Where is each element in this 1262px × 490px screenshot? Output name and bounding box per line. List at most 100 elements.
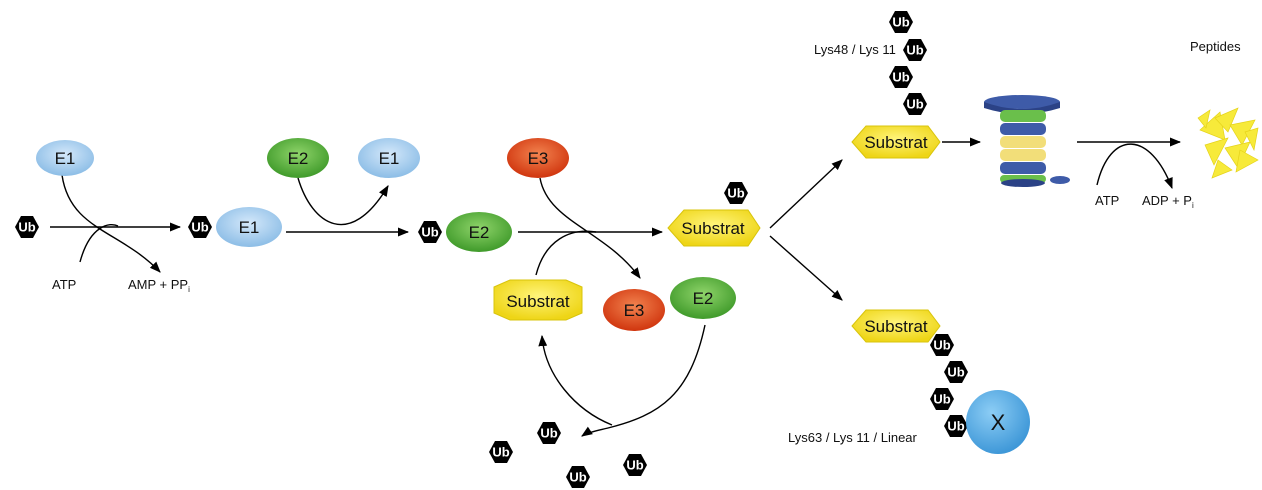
ub-hexagon xyxy=(418,221,442,243)
ub-hexagon xyxy=(930,388,954,410)
lys63-polyubiquitinated-substrat: Substrat Ub Ub Ub Ub xyxy=(851,309,968,437)
lys48-polyubiquitinated-substrat: Substrat Ub Ub Ub Ub xyxy=(851,11,941,159)
ub-label: Ub xyxy=(18,220,35,235)
arrow-recycle-substrat xyxy=(538,334,613,426)
free-e1-enzyme: E1 xyxy=(36,140,94,176)
adp-pi-label: ADP + Pi xyxy=(1142,193,1194,210)
ub-hexagon xyxy=(889,66,913,88)
e2-ellipse xyxy=(670,277,736,319)
e3-label: E3 xyxy=(624,301,645,320)
proteasome-cap-bottom xyxy=(1001,179,1045,187)
ub-label: Ub xyxy=(906,43,923,58)
e1-label: E1 xyxy=(239,218,260,237)
free-e2-enzyme: E2 xyxy=(267,138,329,178)
ub-e1-conjugate: E1 Ub xyxy=(188,207,282,247)
ub-hexagon xyxy=(903,39,927,61)
e1-ellipse xyxy=(216,207,282,247)
ub-hexagon xyxy=(944,415,968,437)
peptide-fragment xyxy=(1197,109,1211,129)
peptide-fragment xyxy=(1244,127,1259,152)
arrow-atp-in xyxy=(79,223,119,263)
ub-label: Ub xyxy=(626,458,643,473)
recycled-ub-group: Ub Ub Ub Ub xyxy=(489,422,647,488)
ub-hexagon xyxy=(623,454,647,476)
ub-label: Ub xyxy=(569,470,586,485)
e1-ellipse xyxy=(36,140,94,176)
substrat-shape xyxy=(493,279,583,321)
peptide-fragment xyxy=(1211,159,1233,179)
amp-ppi-subscript: i xyxy=(188,285,190,294)
arrow-e3-to-complex xyxy=(539,177,641,279)
released-e3-e2-pair: E3 E2 xyxy=(603,277,736,331)
ub-hexagon xyxy=(566,466,590,488)
proteasome-ring-inner-bottom xyxy=(1000,162,1046,174)
substrat-label: Substrat xyxy=(681,219,745,238)
proteasome-ring-inner-top xyxy=(1000,123,1046,135)
ub-e2-conjugate: E2 Ub xyxy=(418,212,512,252)
peptides-label: Peptides xyxy=(1190,39,1241,54)
x-label: X xyxy=(991,410,1006,435)
lys63-chain-label: Lys63 / Lys 11 / Linear xyxy=(788,430,918,445)
arrow-release-ub xyxy=(581,324,706,437)
ub-label: Ub xyxy=(933,392,950,407)
amp-ppi-text: AMP + PP xyxy=(128,277,188,292)
x-circle xyxy=(966,390,1030,454)
adp-pi-text: ADP + P xyxy=(1142,193,1192,208)
ub-hexagon xyxy=(188,216,212,238)
ub-label: Ub xyxy=(727,186,744,201)
ub-label: Ub xyxy=(906,97,923,112)
arrow-substrat-in xyxy=(535,230,597,276)
ub-hexagon xyxy=(15,216,39,238)
atp-label-1: ATP xyxy=(52,277,76,292)
adp-pi-subscript: i xyxy=(1192,201,1194,210)
ub-label: Ub xyxy=(933,338,950,353)
ub-label: Ub xyxy=(191,220,208,235)
free-substrat: Substrat xyxy=(493,279,583,321)
free-e3-enzyme: E3 xyxy=(507,138,569,178)
e2-label: E2 xyxy=(693,289,714,308)
e2-ellipse xyxy=(267,138,329,178)
ub-hexagon xyxy=(724,182,748,204)
proteasome-ring-outer-top xyxy=(1000,110,1046,122)
ub-label: Ub xyxy=(540,426,557,441)
substrat-shape xyxy=(851,125,941,159)
peptide-fragments xyxy=(1197,107,1259,179)
free-ub: Ub xyxy=(15,216,39,238)
e3-ellipse xyxy=(507,138,569,178)
e1-label: E1 xyxy=(55,149,76,168)
ub-hexagon xyxy=(903,93,927,115)
e3-label: E3 xyxy=(528,149,549,168)
arrow-e2-in-e1-out xyxy=(297,177,389,226)
ub-label: Ub xyxy=(492,445,509,460)
proteasome-cap-top xyxy=(984,95,1060,109)
ubiquitinated-substrat: Substrat Ub xyxy=(667,182,761,247)
e2-ellipse xyxy=(446,212,512,252)
peptide-fragment xyxy=(1204,137,1229,166)
proteasome-ring-core-top xyxy=(1000,136,1046,148)
amp-ppi-label: AMP + PPi xyxy=(128,277,190,294)
proteasome-ring-core-bottom xyxy=(1000,149,1046,161)
ub-hexagon xyxy=(930,334,954,356)
arrow-to-lys48 xyxy=(769,159,843,229)
ub-hexagon xyxy=(489,441,513,463)
ub-label: Ub xyxy=(892,15,909,30)
connectors xyxy=(50,137,1182,437)
atp-label-2: ATP xyxy=(1095,193,1119,208)
ub-label: Ub xyxy=(947,419,964,434)
ub-hexagon xyxy=(889,11,913,33)
lys48-chain-label: Lys48 / Lys 11 xyxy=(814,42,896,57)
e3-ellipse xyxy=(603,289,665,331)
ub-label: Ub xyxy=(421,225,438,240)
substrat-shape xyxy=(667,209,761,247)
e1-label: E1 xyxy=(379,149,400,168)
e2-label: E2 xyxy=(288,149,309,168)
arrow-atp-to-adp xyxy=(1096,143,1173,190)
ub-hexagon xyxy=(944,361,968,383)
ub-label: Ub xyxy=(947,365,964,380)
e2-label: E2 xyxy=(469,223,490,242)
proteasome xyxy=(984,95,1070,187)
arrow-to-lys63 xyxy=(769,235,843,301)
peptide-fragment xyxy=(1235,149,1259,173)
substrat-label: Substrat xyxy=(864,133,928,152)
